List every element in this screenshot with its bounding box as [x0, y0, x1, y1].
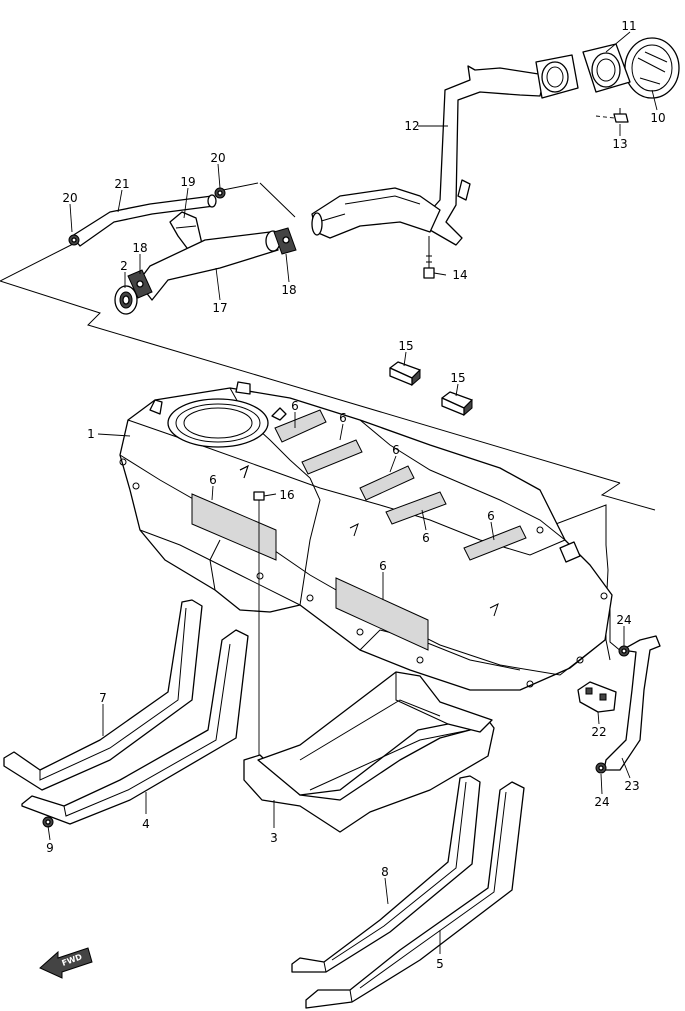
filler-hose-part-17	[137, 230, 281, 301]
hose-clamp-part-18-upper	[273, 227, 297, 255]
callout-17: 17	[212, 301, 227, 315]
tank-strap-part-5	[305, 781, 525, 1009]
callout-6-d: 6	[422, 531, 430, 545]
callout-15-b: 15	[450, 371, 465, 385]
fuel-cap-part-10	[624, 37, 680, 99]
callout-13: 13	[612, 137, 627, 151]
clamp-part-20-right	[214, 187, 226, 199]
callout-4: 4	[142, 817, 150, 831]
callout-1: 1	[87, 427, 95, 441]
tank-strap-part-8	[291, 775, 481, 973]
callout-6-b: 6	[339, 411, 347, 425]
callout-2: 2	[120, 259, 128, 273]
tank-strap-part-4	[21, 629, 249, 825]
callout-numbers: 1 2 3 4 5 6 6 6 6 6 6 6 7 8 9 10 11 12 1…	[46, 19, 665, 971]
clamp-part-20-left	[68, 234, 80, 246]
callout-12: 12	[404, 119, 419, 133]
leader-lines	[47, 31, 658, 954]
fuel-hose-part-23	[603, 635, 661, 771]
clip-part-22	[577, 681, 617, 713]
callout-18-b: 18	[281, 283, 296, 297]
pad-part-15-upper	[389, 361, 421, 387]
callout-7: 7	[99, 691, 107, 705]
callout-15-a: 15	[398, 339, 413, 353]
callout-16: 16	[279, 488, 294, 502]
callout-6-f: 6	[209, 473, 217, 487]
callout-20-a: 20	[62, 191, 77, 205]
fuel-tank-part-1	[119, 381, 613, 691]
fwd-arrow-icon: FWD	[39, 947, 93, 979]
protector-part-6-a	[274, 409, 327, 443]
filler-ring-part-11	[582, 43, 631, 93]
heat-shield-part-3	[243, 671, 495, 833]
protector-part-6-d	[385, 491, 447, 525]
callout-5: 5	[436, 957, 444, 971]
callout-23: 23	[624, 779, 639, 793]
spacer-part-9	[42, 816, 54, 828]
callout-11: 11	[621, 19, 636, 33]
gasket-part-2	[114, 285, 138, 315]
callout-19: 19	[180, 175, 195, 189]
bolt-part-16	[253, 491, 265, 770]
callout-22: 22	[591, 725, 606, 739]
protector-part-6-f	[191, 493, 277, 561]
callout-9: 9	[46, 841, 54, 855]
protector-part-6-e	[463, 525, 527, 561]
hose-clamp-part-24-lower	[595, 762, 607, 774]
protector-part-6-g	[335, 577, 429, 651]
callout-20-b: 20	[210, 151, 225, 165]
callout-24-a: 24	[616, 613, 631, 627]
protector-part-6-b	[301, 439, 363, 475]
pad-part-15-lower	[441, 391, 473, 417]
callout-18-a: 18	[132, 241, 147, 255]
callout-3: 3	[270, 831, 278, 845]
callout-10: 10	[650, 111, 665, 125]
callout-6-c: 6	[392, 443, 400, 457]
callout-6-a: 6	[291, 399, 299, 413]
hose-clamp-part-24-upper	[618, 645, 630, 657]
callout-21: 21	[114, 177, 129, 191]
callout-8: 8	[381, 865, 389, 879]
callout-6-g: 6	[379, 559, 387, 573]
callout-14: 14	[452, 268, 467, 282]
callout-6-e: 6	[487, 509, 495, 523]
tank-strap-part-7	[3, 599, 203, 791]
screw-part-13	[595, 108, 629, 123]
bolt-part-14	[423, 236, 435, 279]
protector-part-6-c	[359, 465, 415, 501]
breather-hose-part-21	[71, 194, 217, 247]
callout-24-b: 24	[594, 795, 609, 809]
filler-neck-part-12	[311, 54, 579, 246]
